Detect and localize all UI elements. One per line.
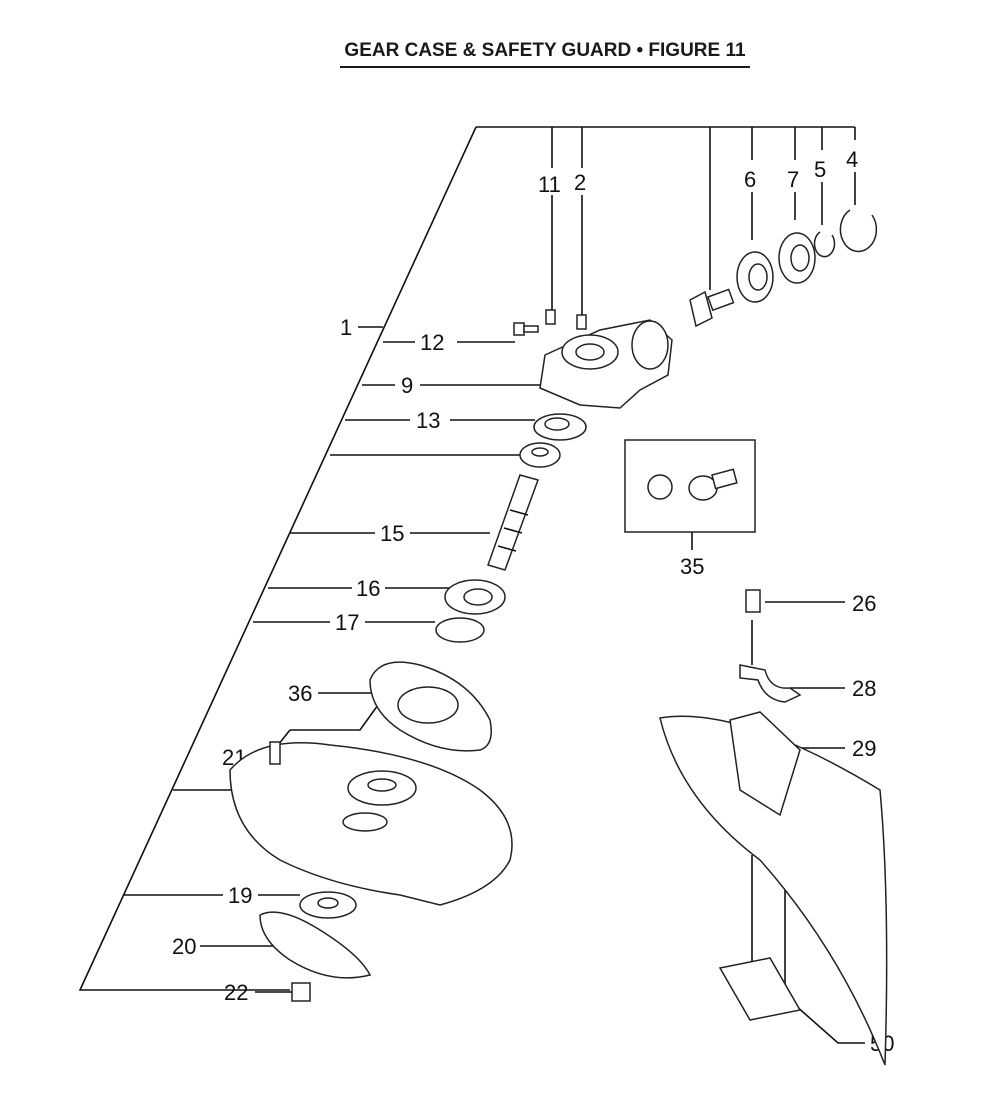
figure-title: GEAR CASE & SAFETY GUARD • FIGURE 11	[340, 40, 750, 68]
bevel-pinion	[689, 288, 735, 328]
bearing-13	[533, 413, 587, 441]
spindle-shaft	[487, 474, 539, 571]
callout-4: 4	[846, 147, 858, 172]
callout-labels: 1 2 4 5 6 7 9 11 12 13 15 16 17 18 19 20…	[172, 147, 894, 1056]
callout-7: 7	[787, 167, 799, 192]
callout-29: 29	[852, 736, 876, 761]
bearing-16	[444, 579, 506, 615]
callout-19: 19	[228, 883, 252, 908]
bearing-6	[736, 251, 774, 303]
gear-set-inset	[624, 439, 756, 533]
callout-9: 9	[401, 373, 413, 398]
bolt-21	[269, 741, 281, 765]
callout-1: 1	[340, 315, 352, 340]
seal-17	[435, 617, 485, 643]
bolt-2	[576, 314, 587, 330]
callout-2: 2	[574, 170, 586, 195]
bolt-11	[545, 309, 556, 325]
circlip-small	[813, 231, 836, 258]
callout-16: 16	[356, 576, 380, 601]
gear-case	[539, 319, 673, 409]
mount-plate	[718, 957, 802, 1021]
circlip-large	[839, 209, 878, 253]
clamp-washer-18	[347, 770, 417, 806]
callout-6: 6	[744, 167, 756, 192]
callout-28: 28	[852, 676, 876, 701]
callout-26: 26	[852, 591, 876, 616]
callout-17: 17	[335, 610, 359, 635]
callout-5: 5	[814, 157, 826, 182]
title-wrap: GEAR CASE & SAFETY GUARD • FIGURE 11	[0, 40, 1000, 68]
leader-bracket	[78, 126, 865, 1044]
callout-15: 15	[380, 521, 404, 546]
callout-12: 12	[420, 330, 444, 355]
nut-22	[291, 982, 311, 1002]
bearing-7	[778, 232, 816, 284]
callout-35: 35	[680, 554, 704, 579]
bolt-26	[745, 589, 761, 613]
washer-19	[299, 891, 357, 919]
bolt-12	[513, 322, 539, 336]
bevel-gear	[519, 442, 561, 468]
callout-13: 13	[416, 408, 440, 433]
callout-36: 36	[288, 681, 312, 706]
guide-cup-20	[259, 911, 372, 979]
parts	[229, 209, 888, 1066]
safety-shield	[659, 711, 888, 1066]
saw-blade	[229, 742, 513, 906]
blade-guard-plate	[369, 661, 492, 752]
callout-20: 20	[172, 934, 196, 959]
clamp-28	[739, 664, 802, 703]
callout-22: 22	[224, 980, 248, 1005]
callout-11: 11	[538, 172, 561, 197]
